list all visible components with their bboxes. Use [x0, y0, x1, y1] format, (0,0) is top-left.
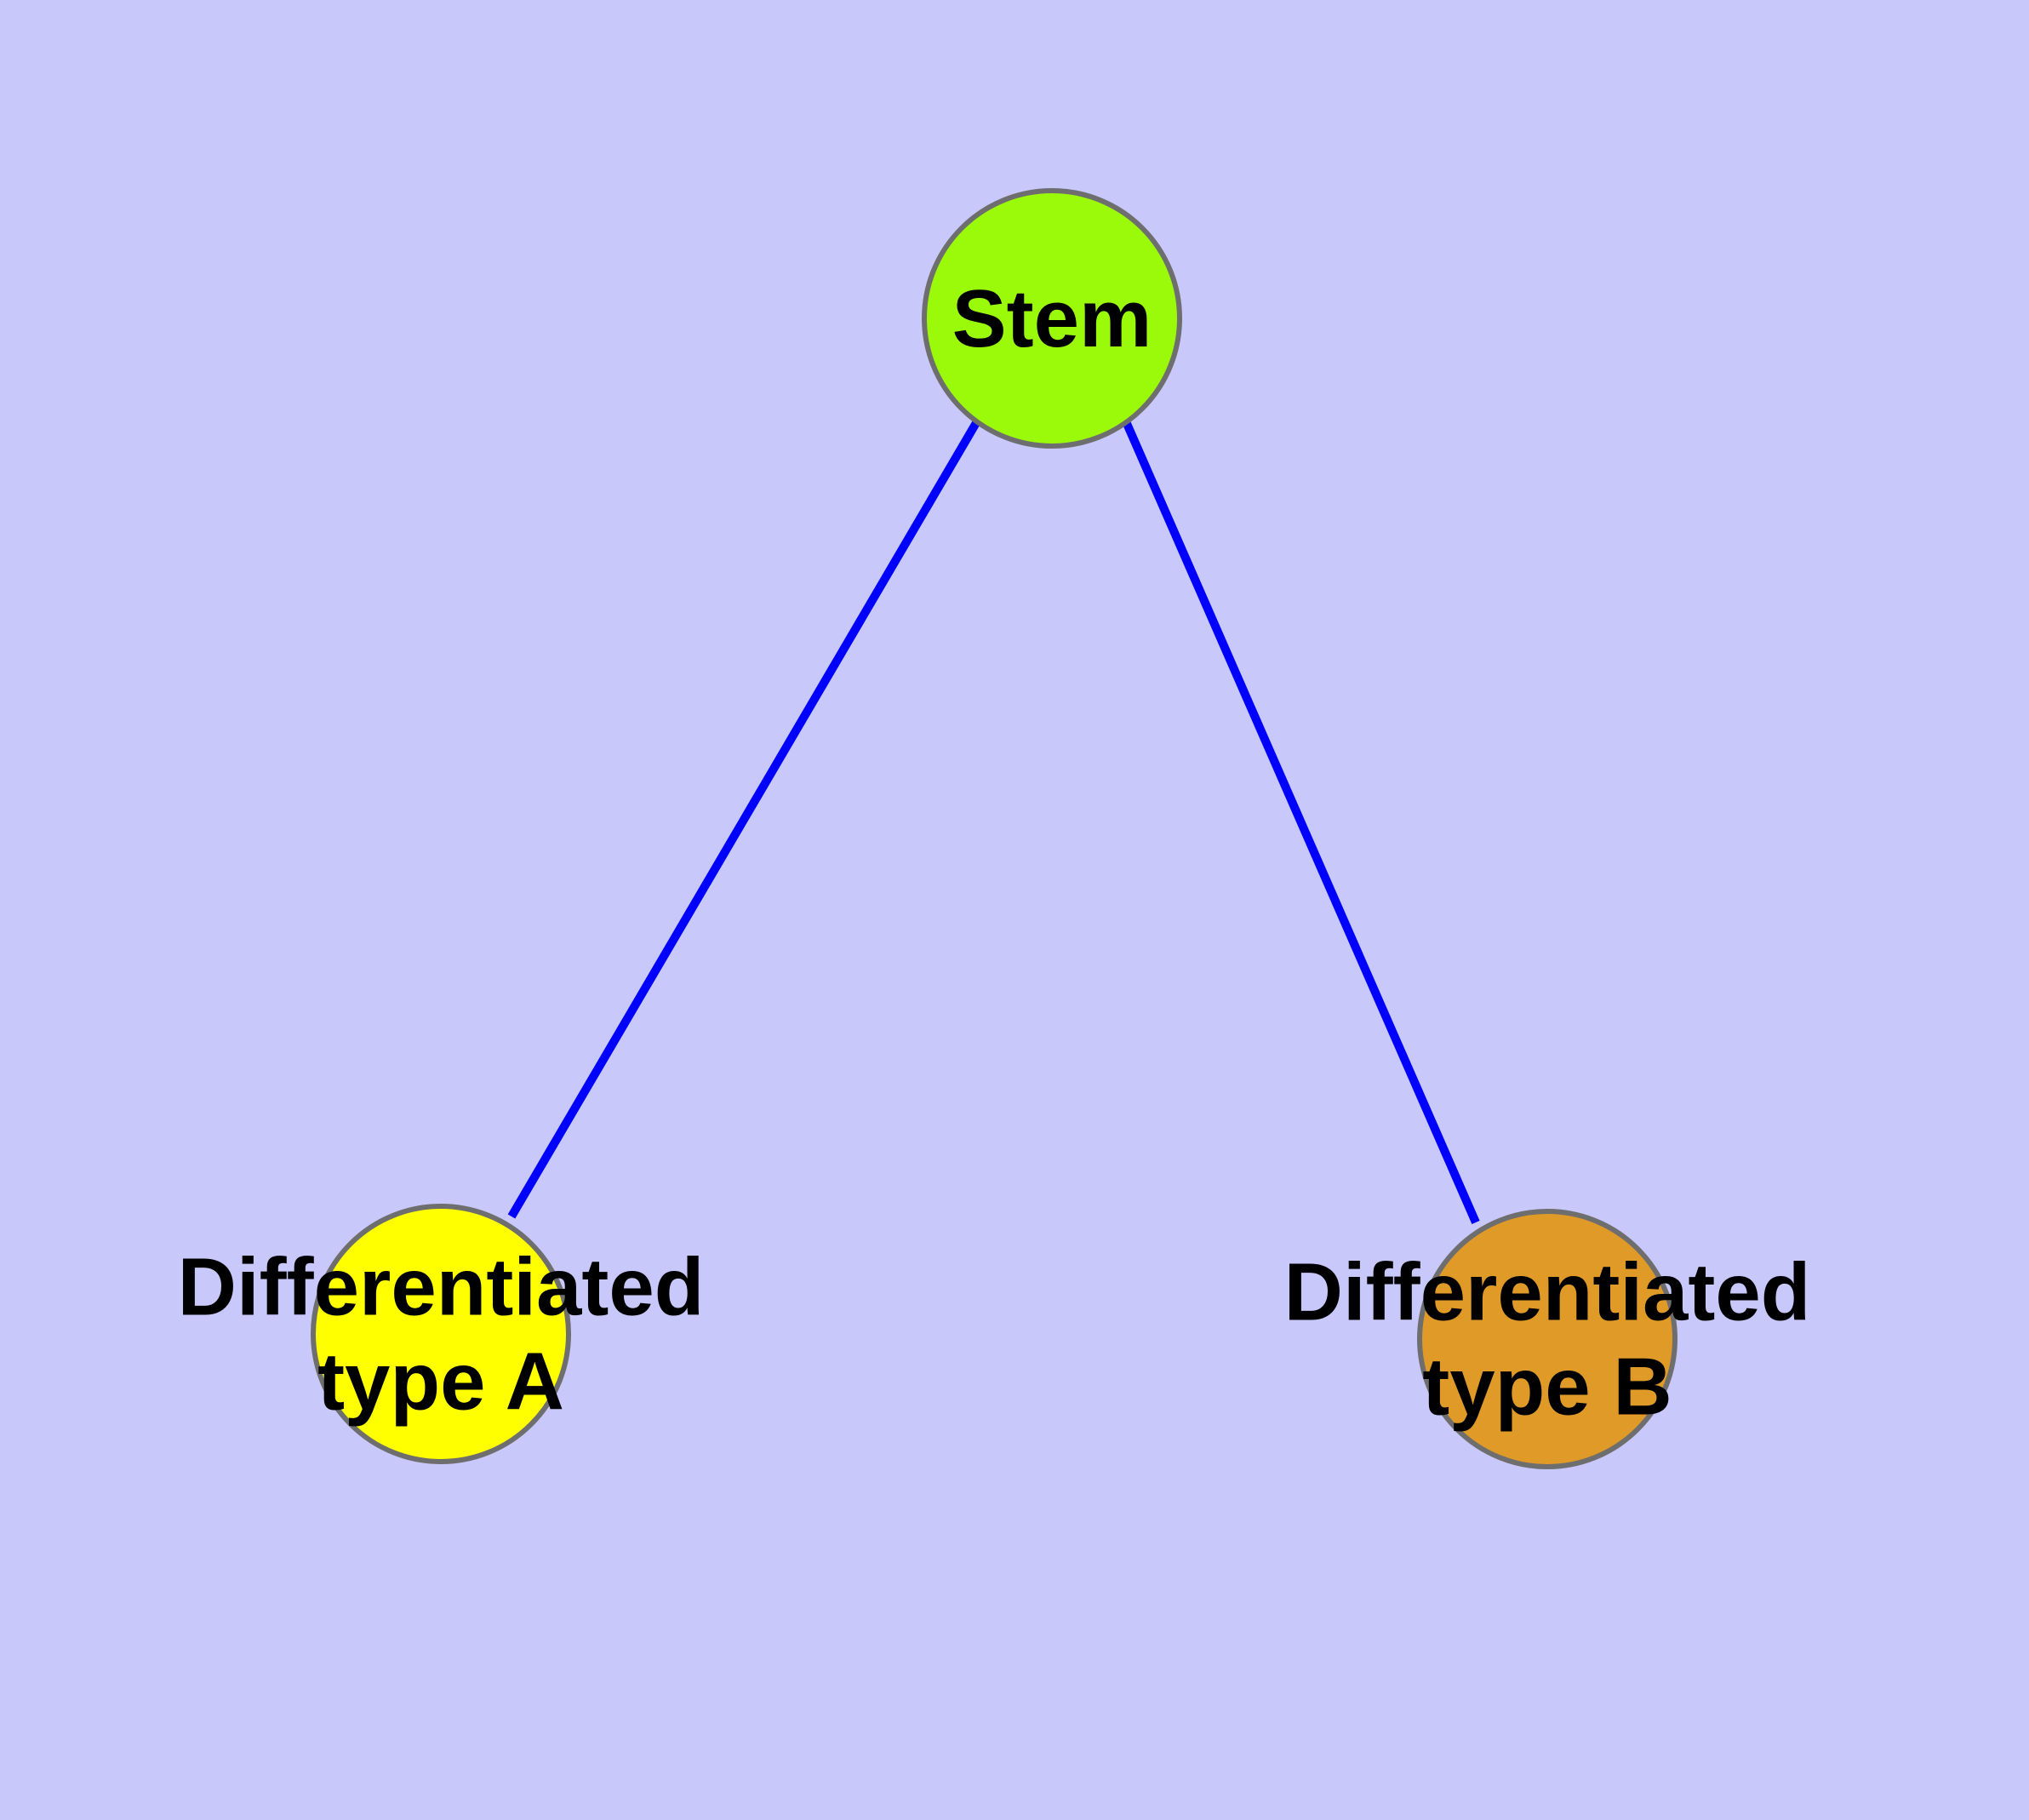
node-label-line: type B [1422, 1342, 1672, 1433]
node-diff-b[interactable] [1417, 1209, 1677, 1469]
edge-stem-to-diff-b[interactable] [1121, 417, 1480, 1225]
node-label-line: type A [317, 1336, 564, 1428]
node-label-line: Stem [952, 273, 1152, 364]
node-label-line: Differentiated [178, 1242, 705, 1333]
node-circle-stem[interactable] [922, 188, 1182, 449]
edge-stem-to-diff-a[interactable] [507, 419, 981, 1219]
node-circle-diff-a[interactable] [311, 1204, 571, 1464]
node-label-stem: Stem [952, 273, 1152, 364]
edges-layer [507, 417, 1480, 1225]
node-circle-diff-b[interactable] [1417, 1209, 1677, 1469]
node-label-line: Differentiated [1284, 1247, 1811, 1338]
node-diff-a[interactable] [311, 1204, 571, 1464]
node-stem[interactable] [922, 188, 1182, 449]
